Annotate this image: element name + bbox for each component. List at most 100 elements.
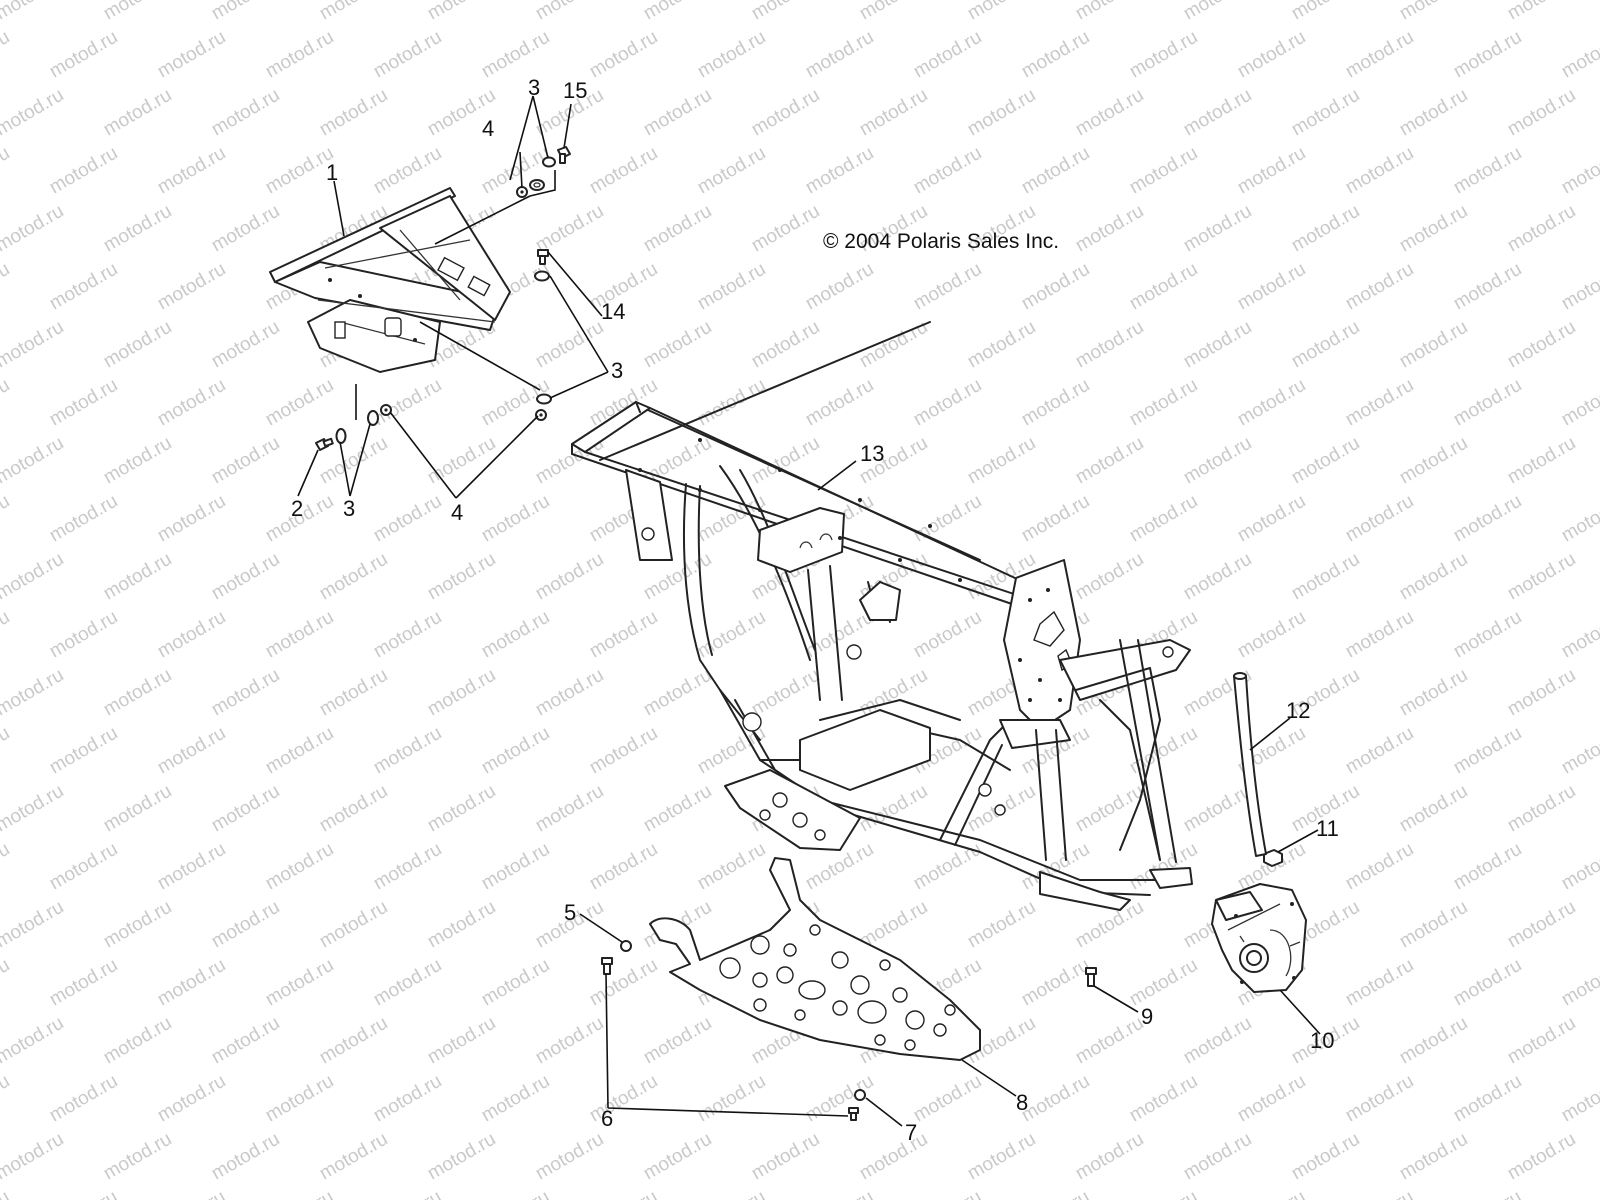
watermark-text: motod.ru	[1126, 1071, 1201, 1127]
watermark-text: motod.ru	[1126, 375, 1201, 431]
watermark-text: motod.ru	[1126, 27, 1201, 83]
watermark-text: motod.ru	[802, 143, 877, 199]
watermark-text: motod.ru	[370, 1187, 445, 1200]
watermark-text: motod.ru	[1288, 1129, 1363, 1185]
watermark-text: motod.ru	[1450, 375, 1525, 431]
watermark-text: motod.ru	[640, 781, 715, 837]
watermark-text: motod.ru	[1288, 201, 1363, 257]
watermark-text: motod.ru	[478, 1071, 553, 1127]
watermark-text: motod.ru	[370, 839, 445, 895]
watermark-text: motod.ru	[154, 27, 229, 83]
watermark-text: motod.ru	[1072, 0, 1147, 24]
watermark-text: motod.ru	[1072, 1013, 1147, 1069]
watermark-text: motod.ru	[100, 0, 175, 24]
front-bracket-assembly	[269, 187, 511, 373]
watermark-text: motod.ru	[1450, 723, 1525, 779]
watermark-text: motod.ru	[1342, 259, 1417, 315]
watermark-text: motod.ru	[478, 955, 553, 1011]
watermark-text: motod.ru	[424, 1013, 499, 1069]
watermark-text: motod.ru	[640, 201, 715, 257]
watermark-text: motod.ru	[1180, 1129, 1255, 1185]
hardware-fasteners	[315, 146, 1283, 1121]
watermark-text: motod.ru	[1396, 897, 1471, 953]
watermark-text: motod.ru	[0, 27, 13, 83]
watermark-text: motod.ru	[586, 27, 661, 83]
watermark-text: motod.ru	[1126, 143, 1201, 199]
watermark-text: motod.ru	[0, 201, 67, 257]
callout-5: 5	[564, 900, 576, 925]
watermark-text: motod.ru	[1504, 549, 1579, 605]
watermark-text: motod.ru	[208, 1129, 283, 1185]
watermark-text: motod.ru	[964, 317, 1039, 373]
watermark-text: motod.ru	[910, 27, 985, 83]
watermark-text: motod.ru	[424, 781, 499, 837]
watermark-text: motod.ru	[46, 27, 121, 83]
watermark-text: motod.ru	[1558, 259, 1600, 315]
watermark-text: motod.ru	[1072, 85, 1147, 141]
watermark-text: motod.ru	[1234, 1071, 1309, 1127]
watermark-text: motod.ru	[1450, 839, 1525, 895]
watermark-text: motod.ru	[154, 955, 229, 1011]
watermark-text: motod.ru	[532, 781, 607, 837]
callout-3: 3	[343, 496, 355, 521]
watermark-text: motod.ru	[0, 433, 67, 489]
watermark-text: motod.ru	[46, 1071, 121, 1127]
watermark-text: motod.ru	[46, 491, 121, 547]
watermark-text: motod.ru	[532, 1129, 607, 1185]
watermark-text: motod.ru	[586, 723, 661, 779]
watermark-text: motod.ru	[46, 259, 121, 315]
watermark-text: motod.ru	[532, 317, 607, 373]
watermark-text: motod.ru	[0, 491, 13, 547]
watermark-text: motod.ru	[910, 1071, 985, 1127]
watermark-text: motod.ru	[1504, 0, 1579, 24]
watermark-text: motod.ru	[1018, 491, 1093, 547]
watermark-text: motod.ru	[1234, 491, 1309, 547]
watermark-text: motod.ru	[694, 143, 769, 199]
watermark-text: motod.ru	[586, 143, 661, 199]
watermark-text: motod.ru	[1558, 955, 1600, 1011]
watermark-text: motod.ru	[964, 0, 1039, 24]
watermark-text: motod.ru	[802, 375, 877, 431]
watermark-text: motod.ru	[0, 259, 13, 315]
watermark-text: motod.ru	[154, 1071, 229, 1127]
watermark-text: motod.ru	[1450, 27, 1525, 83]
watermark-text: motod.ru	[640, 1129, 715, 1185]
watermark-text: motod.ru	[748, 201, 823, 257]
watermark-text: motod.ru	[154, 143, 229, 199]
watermark-text: motod.ru	[208, 781, 283, 837]
callout-6: 6	[601, 1106, 613, 1131]
watermark-text: motod.ru	[1558, 1071, 1600, 1127]
copyright-notice: © 2004 Polaris Sales Inc.	[823, 230, 1059, 253]
watermark-text: motod.ru	[1288, 0, 1363, 24]
watermark-text: motod.ru	[424, 0, 499, 24]
watermark-text: motod.ru	[1450, 955, 1525, 1011]
watermark-text: motod.ru	[0, 1129, 67, 1185]
callout-4: 4	[451, 500, 463, 525]
watermark-text: motod.ru	[856, 665, 931, 721]
watermark-text: motod.ru	[1504, 433, 1579, 489]
leader-lines	[297, 95, 1321, 1127]
watermark-text: motod.ru	[532, 549, 607, 605]
watermark-text: motod.ru	[478, 607, 553, 663]
callout-3: 3	[611, 358, 623, 383]
watermark-text: motod.ru	[0, 375, 13, 431]
watermark-text: motod.ru	[424, 433, 499, 489]
watermark-text: motod.ru	[370, 955, 445, 1011]
watermark-text: motod.ru	[532, 1013, 607, 1069]
watermark-text: motod.ru	[802, 1187, 877, 1200]
watermark-text: motod.ru	[694, 839, 769, 895]
watermark-text: motod.ru	[1504, 201, 1579, 257]
watermark-text: motod.ru	[910, 491, 985, 547]
watermark-text: motod.ru	[100, 781, 175, 837]
callout-2: 2	[291, 496, 303, 521]
watermark-text: motod.ru	[748, 665, 823, 721]
watermark-text: motod.ru	[370, 375, 445, 431]
watermark-text: motod.ru	[100, 433, 175, 489]
callout-3: 3	[528, 75, 540, 100]
watermark-text: motod.ru	[1558, 607, 1600, 663]
watermark-text: motod.ru	[1072, 201, 1147, 257]
watermark-text: motod.ru	[370, 1071, 445, 1127]
watermark-text: motod.ru	[46, 955, 121, 1011]
watermark-text: motod.ru	[1072, 317, 1147, 373]
watermark-text: motod.ru	[262, 955, 337, 1011]
